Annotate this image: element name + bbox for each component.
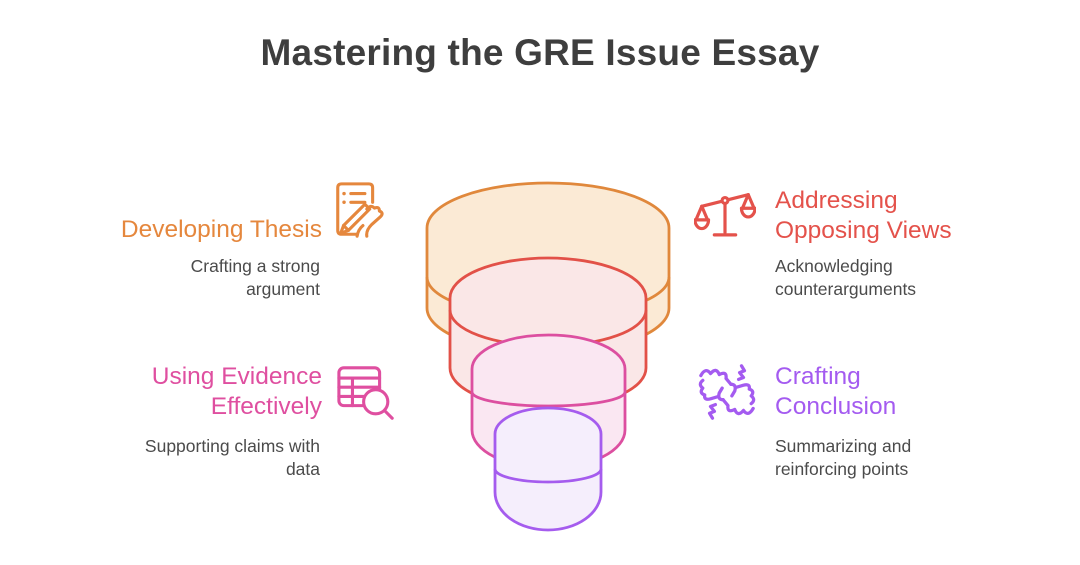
section-title-developing-thesis: Developing Thesis — [120, 216, 322, 243]
document-pen-icon — [336, 182, 384, 238]
funnel-layer-conclusion-rim — [493, 468, 603, 484]
section-title-using-evidence: Using Evidence Effectively — [151, 363, 322, 420]
section-title-crafting-conclusion: Crafting Conclusion — [775, 363, 897, 420]
section-subtitle-addressing-opposing-views: Acknowledging counterarguments — [775, 256, 917, 299]
section-subtitle-developing-thesis: Crafting a strong argument — [190, 256, 320, 299]
section-title-addressing-opposing-views: Addressing Opposing Views — [775, 187, 952, 244]
funnel-layer-evidence-rim — [470, 391, 627, 408]
clasped-hands-icon — [698, 364, 756, 420]
funnel-layer-conclusion-body — [493, 406, 603, 532]
balance-scale-icon — [694, 193, 756, 237]
funnel-diagram — [425, 181, 671, 532]
table-search-icon — [337, 366, 394, 420]
section-subtitle-crafting-conclusion: Summarizing and reinforcing points — [775, 436, 912, 479]
page-title: Mastering the GRE Issue Essay — [260, 32, 820, 73]
funnel-layer-conclusion — [493, 406, 603, 532]
section-subtitle-using-evidence: Supporting claims with data — [144, 436, 320, 479]
